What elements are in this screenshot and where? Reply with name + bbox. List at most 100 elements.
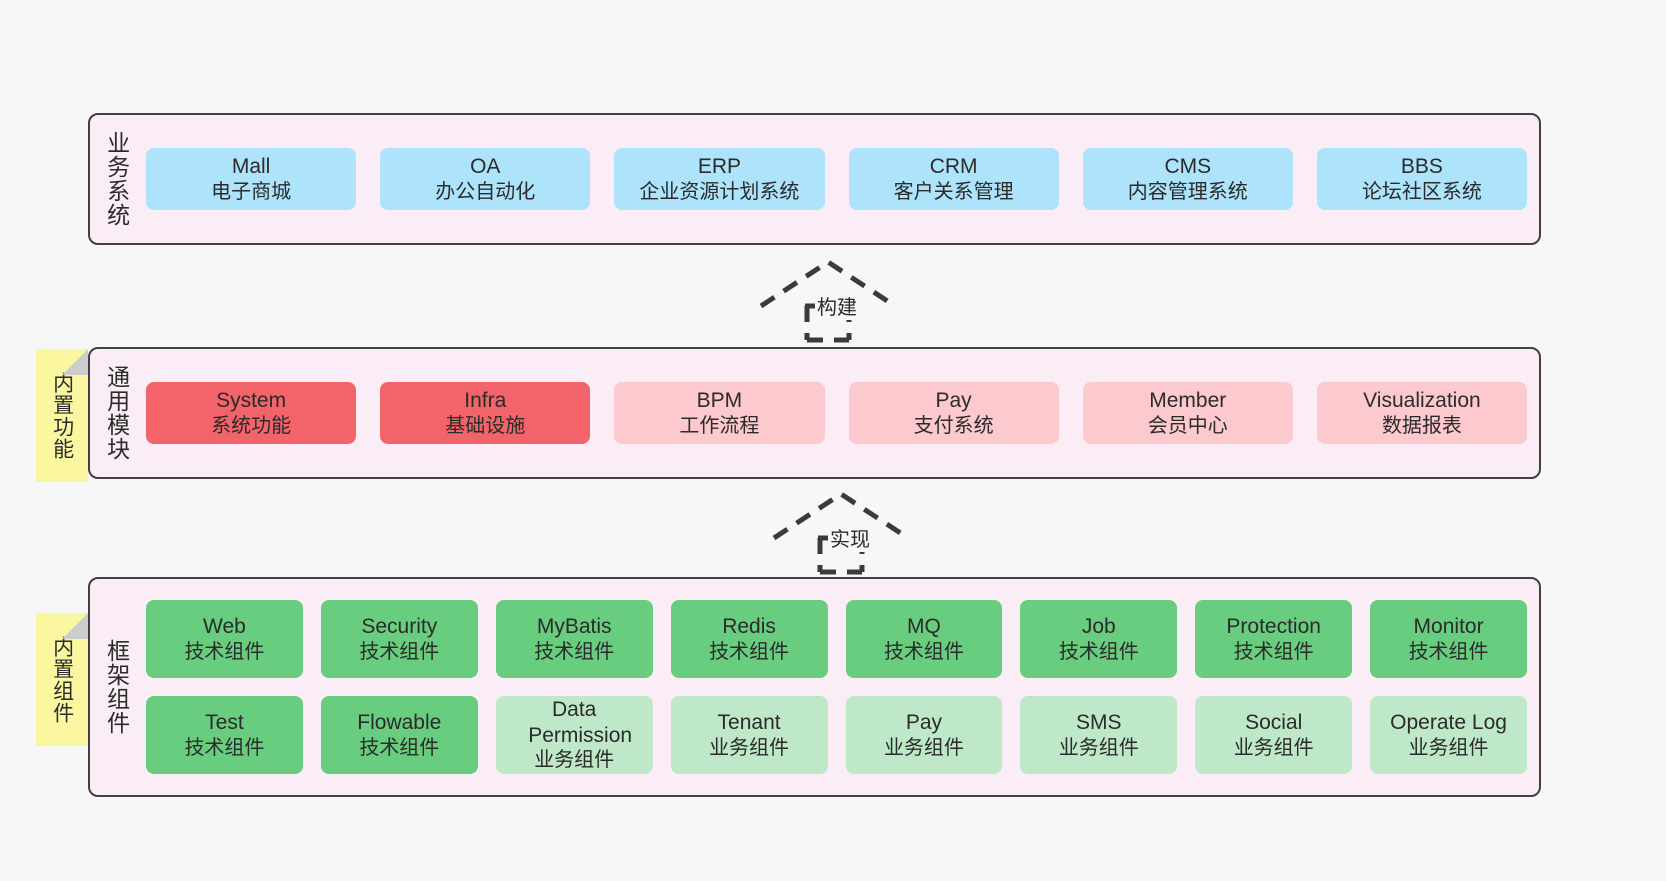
card-title: Web <box>203 615 246 638</box>
card-subtitle: 技术组件 <box>184 640 265 663</box>
card-title: Job <box>1081 615 1116 638</box>
card-bbs[interactable]: BBS 论坛社区系统 <box>1316 148 1528 210</box>
note-builtin-feature: 内置功能 <box>36 349 88 482</box>
card-cms[interactable]: CMS 内容管理系统 <box>1082 148 1293 210</box>
card-title: Data Permission <box>528 698 633 747</box>
connector-build-label: 构建 <box>815 291 859 320</box>
layer-framework-components: 框架组件 Web 技术组件 Security 技术组件 MyBatis 技术组件… <box>88 577 1541 797</box>
card-social[interactable]: Social 业务组件 <box>1195 696 1353 774</box>
card-redis[interactable]: Redis 技术组件 <box>670 600 828 678</box>
card-subtitle: 数据报表 <box>1381 414 1462 437</box>
connector-implement-label: 实现 <box>828 523 872 552</box>
card-subtitle: 办公自动化 <box>435 180 536 203</box>
card-subtitle: 业务组件 <box>883 736 964 759</box>
card-member[interactable]: Member 会员中心 <box>1082 382 1293 444</box>
card-job[interactable]: Job 技术组件 <box>1020 600 1178 678</box>
connector-build: 构建 <box>757 258 899 343</box>
card-subtitle: 客户关系管理 <box>893 180 1014 203</box>
layer-framework-title: 框架组件 <box>103 639 130 735</box>
card-title: Pay <box>935 389 972 412</box>
card-security[interactable]: Security 技术组件 <box>320 600 478 678</box>
card-mq[interactable]: MQ 技术组件 <box>845 600 1003 678</box>
framework-tech-row: Web 技术组件 Security 技术组件 MyBatis 技术组件 Redi… <box>146 600 1527 678</box>
connector-implement: 实现 <box>770 490 912 575</box>
card-erp[interactable]: ERP 企业资源计划系统 <box>614 148 825 210</box>
card-subtitle: 技术组件 <box>1408 640 1489 663</box>
card-subtitle: 工作流程 <box>679 414 760 437</box>
card-subtitle: 业务组件 <box>1058 736 1139 759</box>
card-subtitle: 业务组件 <box>1408 736 1489 759</box>
card-pay-business[interactable]: Pay 业务组件 <box>845 696 1003 774</box>
card-title: System <box>216 389 287 412</box>
card-subtitle: 技术组件 <box>883 640 964 663</box>
card-oa[interactable]: OA 办公自动化 <box>380 148 591 210</box>
card-title: CRM <box>929 155 978 178</box>
card-title: Monitor <box>1413 615 1484 638</box>
card-data-permission[interactable]: Data Permission 业务组件 <box>495 696 653 774</box>
card-subtitle: 技术组件 <box>359 640 440 663</box>
card-title: Infra <box>464 389 507 412</box>
note-builtin-component: 内置组件 <box>36 613 88 746</box>
card-subtitle: 基础设施 <box>445 414 526 437</box>
card-subtitle: 技术组件 <box>534 640 615 663</box>
note-builtin-feature-label: 内置功能 <box>50 371 74 460</box>
card-subtitle: 业务组件 <box>534 749 615 772</box>
card-title: Social <box>1245 711 1303 734</box>
card-test[interactable]: Test 技术组件 <box>146 696 303 774</box>
framework-business-row: Test 技术组件 Flowable 技术组件 Data Permission … <box>146 696 1527 774</box>
card-title: Test <box>205 711 244 734</box>
card-title: BPM <box>696 389 743 412</box>
card-operate-log[interactable]: Operate Log 业务组件 <box>1370 696 1527 774</box>
card-bpm[interactable]: BPM 工作流程 <box>614 382 825 444</box>
card-mall[interactable]: Mall 电子商城 <box>146 148 357 210</box>
card-subtitle: 技术组件 <box>1233 640 1314 663</box>
card-subtitle: 业务组件 <box>1233 736 1314 759</box>
card-subtitle: 技术组件 <box>359 736 440 759</box>
card-title: Flowable <box>357 711 442 734</box>
card-title: ERP <box>697 155 742 178</box>
card-sms[interactable]: SMS 业务组件 <box>1020 696 1178 774</box>
card-title: MyBatis <box>536 615 612 638</box>
card-subtitle: 系统功能 <box>211 414 292 437</box>
card-infra[interactable]: Infra 基础设施 <box>380 382 591 444</box>
layer-business-body: Mall 电子商城 OA 办公自动化 ERP 企业资源计划系统 CRM 客户关系… <box>142 115 1539 243</box>
common-card-row: System 系统功能 Infra 基础设施 BPM 工作流程 Pay 支付系统… <box>146 382 1528 444</box>
layer-common-body: System 系统功能 Infra 基础设施 BPM 工作流程 Pay 支付系统… <box>142 349 1539 477</box>
card-title: SMS <box>1076 711 1122 734</box>
card-pay[interactable]: Pay 支付系统 <box>848 382 1059 444</box>
card-title: MQ <box>907 615 941 638</box>
card-title: BBS <box>1400 155 1443 178</box>
card-subtitle: 内容管理系统 <box>1127 180 1248 203</box>
business-card-row: Mall 电子商城 OA 办公自动化 ERP 企业资源计划系统 CRM 客户关系… <box>146 148 1528 210</box>
card-title: Redis <box>722 615 776 638</box>
card-subtitle: 业务组件 <box>709 736 790 759</box>
card-web[interactable]: Web 技术组件 <box>146 600 303 678</box>
card-protection[interactable]: Protection 技术组件 <box>1195 600 1353 678</box>
card-title: Pay <box>905 711 943 734</box>
card-tenant[interactable]: Tenant 业务组件 <box>670 696 828 774</box>
card-subtitle: 支付系统 <box>913 414 994 437</box>
card-title: Member <box>1149 389 1227 412</box>
layer-framework-body: Web 技术组件 Security 技术组件 MyBatis 技术组件 Redi… <box>142 579 1539 795</box>
card-crm[interactable]: CRM 客户关系管理 <box>848 148 1059 210</box>
layer-business-title: 业务系统 <box>103 131 130 227</box>
card-system[interactable]: System 系统功能 <box>146 382 357 444</box>
card-subtitle: 会员中心 <box>1147 414 1228 437</box>
card-title: Protection <box>1226 615 1321 638</box>
card-visualization[interactable]: Visualization 数据报表 <box>1316 382 1528 444</box>
note-builtin-component-label: 内置组件 <box>50 635 74 724</box>
card-flowable[interactable]: Flowable 技术组件 <box>320 696 478 774</box>
card-monitor[interactable]: Monitor 技术组件 <box>1370 600 1527 678</box>
card-title: Mall <box>231 155 271 178</box>
card-mybatis[interactable]: MyBatis 技术组件 <box>495 600 653 678</box>
card-title: CMS <box>1164 155 1212 178</box>
card-title: Tenant <box>717 711 781 734</box>
card-subtitle: 技术组件 <box>709 640 790 663</box>
card-subtitle: 企业资源计划系统 <box>639 180 800 203</box>
layer-common-modules: 通用模块 System 系统功能 Infra 基础设施 BPM 工作流程 Pay… <box>88 347 1541 479</box>
card-subtitle: 技术组件 <box>1058 640 1139 663</box>
layer-business-systems: 业务系统 Mall 电子商城 OA 办公自动化 ERP 企业资源计划系统 CRM… <box>88 113 1541 245</box>
layer-common-title: 通用模块 <box>103 365 130 461</box>
card-subtitle: 论坛社区系统 <box>1361 180 1482 203</box>
